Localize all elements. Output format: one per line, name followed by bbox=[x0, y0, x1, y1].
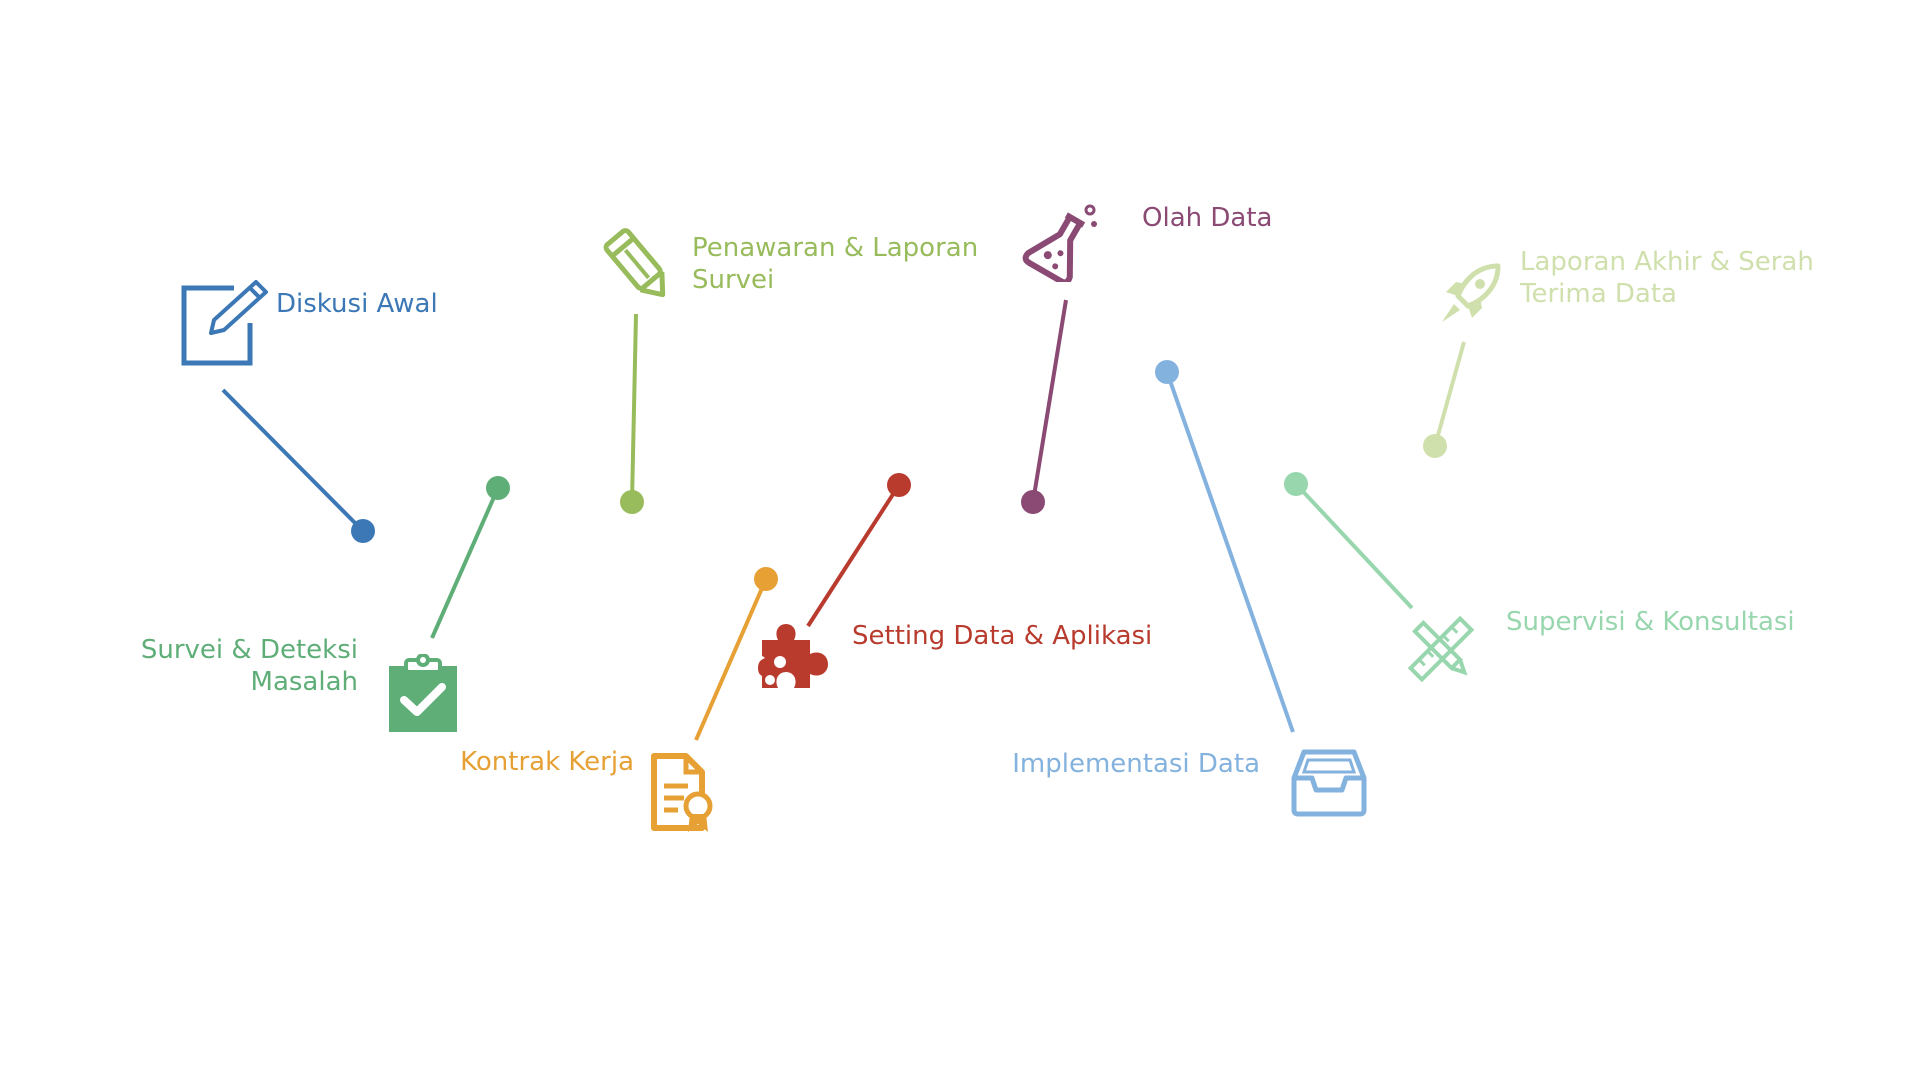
dot-survei bbox=[486, 476, 510, 500]
label-olah-data: Olah Data bbox=[1142, 202, 1272, 234]
dot-impl bbox=[1155, 360, 1179, 384]
puzzle-icon bbox=[756, 622, 832, 696]
label-line: Survei & Deteksi bbox=[140, 635, 358, 665]
inbox-tray-icon bbox=[1290, 748, 1368, 818]
pencil-icon bbox=[597, 224, 677, 304]
label-implementasi-data: Implementasi Data bbox=[1012, 748, 1260, 780]
label-line: Terima Data bbox=[1520, 279, 1677, 309]
label-setting-data: Setting Data & Aplikasi bbox=[852, 620, 1152, 652]
connector-superv bbox=[1294, 482, 1414, 610]
connector-diskusi bbox=[221, 388, 365, 533]
label-line: Olah Data bbox=[1142, 203, 1273, 233]
dot-superv bbox=[1284, 472, 1308, 496]
dot-diskusi bbox=[351, 519, 375, 543]
label-line: Setting Data & Aplikasi bbox=[852, 621, 1153, 651]
dot-olah bbox=[1021, 490, 1045, 514]
label-survei-deteksi: Survei & Deteksi Masalah bbox=[141, 634, 358, 698]
label-line: Laporan Akhir & Serah bbox=[1520, 247, 1814, 277]
label-kontrak-kerja: Kontrak Kerja bbox=[460, 746, 634, 778]
dot-laporan bbox=[1423, 434, 1447, 458]
label-laporan-akhir: Laporan Akhir & Serah Terima Data bbox=[1520, 246, 1814, 310]
label-penawaran-laporan: Penawaran & Laporan Survei bbox=[692, 232, 978, 296]
connector-impl bbox=[1165, 371, 1295, 733]
label-line: Masalah bbox=[250, 667, 358, 697]
clipboard-check-icon bbox=[386, 654, 460, 734]
connector-penawaran bbox=[630, 313, 638, 503]
label-supervisi-konsultasi: Supervisi & Konsultasi bbox=[1506, 606, 1795, 638]
label-line: Kontrak Kerja bbox=[460, 747, 634, 777]
connector-laporan bbox=[1433, 341, 1466, 447]
flask-icon bbox=[1020, 202, 1102, 282]
label-diskusi-awal: Diskusi Awal bbox=[276, 288, 438, 320]
dot-penawaran bbox=[620, 490, 644, 514]
pencil-ruler-icon bbox=[1406, 614, 1476, 684]
label-line: Implementasi Data bbox=[1012, 749, 1260, 779]
dot-setting bbox=[887, 473, 911, 497]
label-line: Survei bbox=[692, 265, 775, 295]
connector-olah bbox=[1031, 299, 1068, 503]
connector-setting bbox=[806, 483, 901, 628]
certificate-icon bbox=[650, 752, 716, 832]
edit-icon bbox=[178, 278, 270, 368]
connector-kontrak bbox=[694, 578, 768, 741]
rocket-icon bbox=[1438, 262, 1502, 326]
dot-kontrak bbox=[754, 567, 778, 591]
label-line: Penawaran & Laporan bbox=[692, 233, 979, 263]
connector-survei bbox=[430, 487, 500, 639]
label-line: Supervisi & Konsultasi bbox=[1506, 607, 1795, 637]
label-line: Diskusi Awal bbox=[276, 289, 438, 319]
